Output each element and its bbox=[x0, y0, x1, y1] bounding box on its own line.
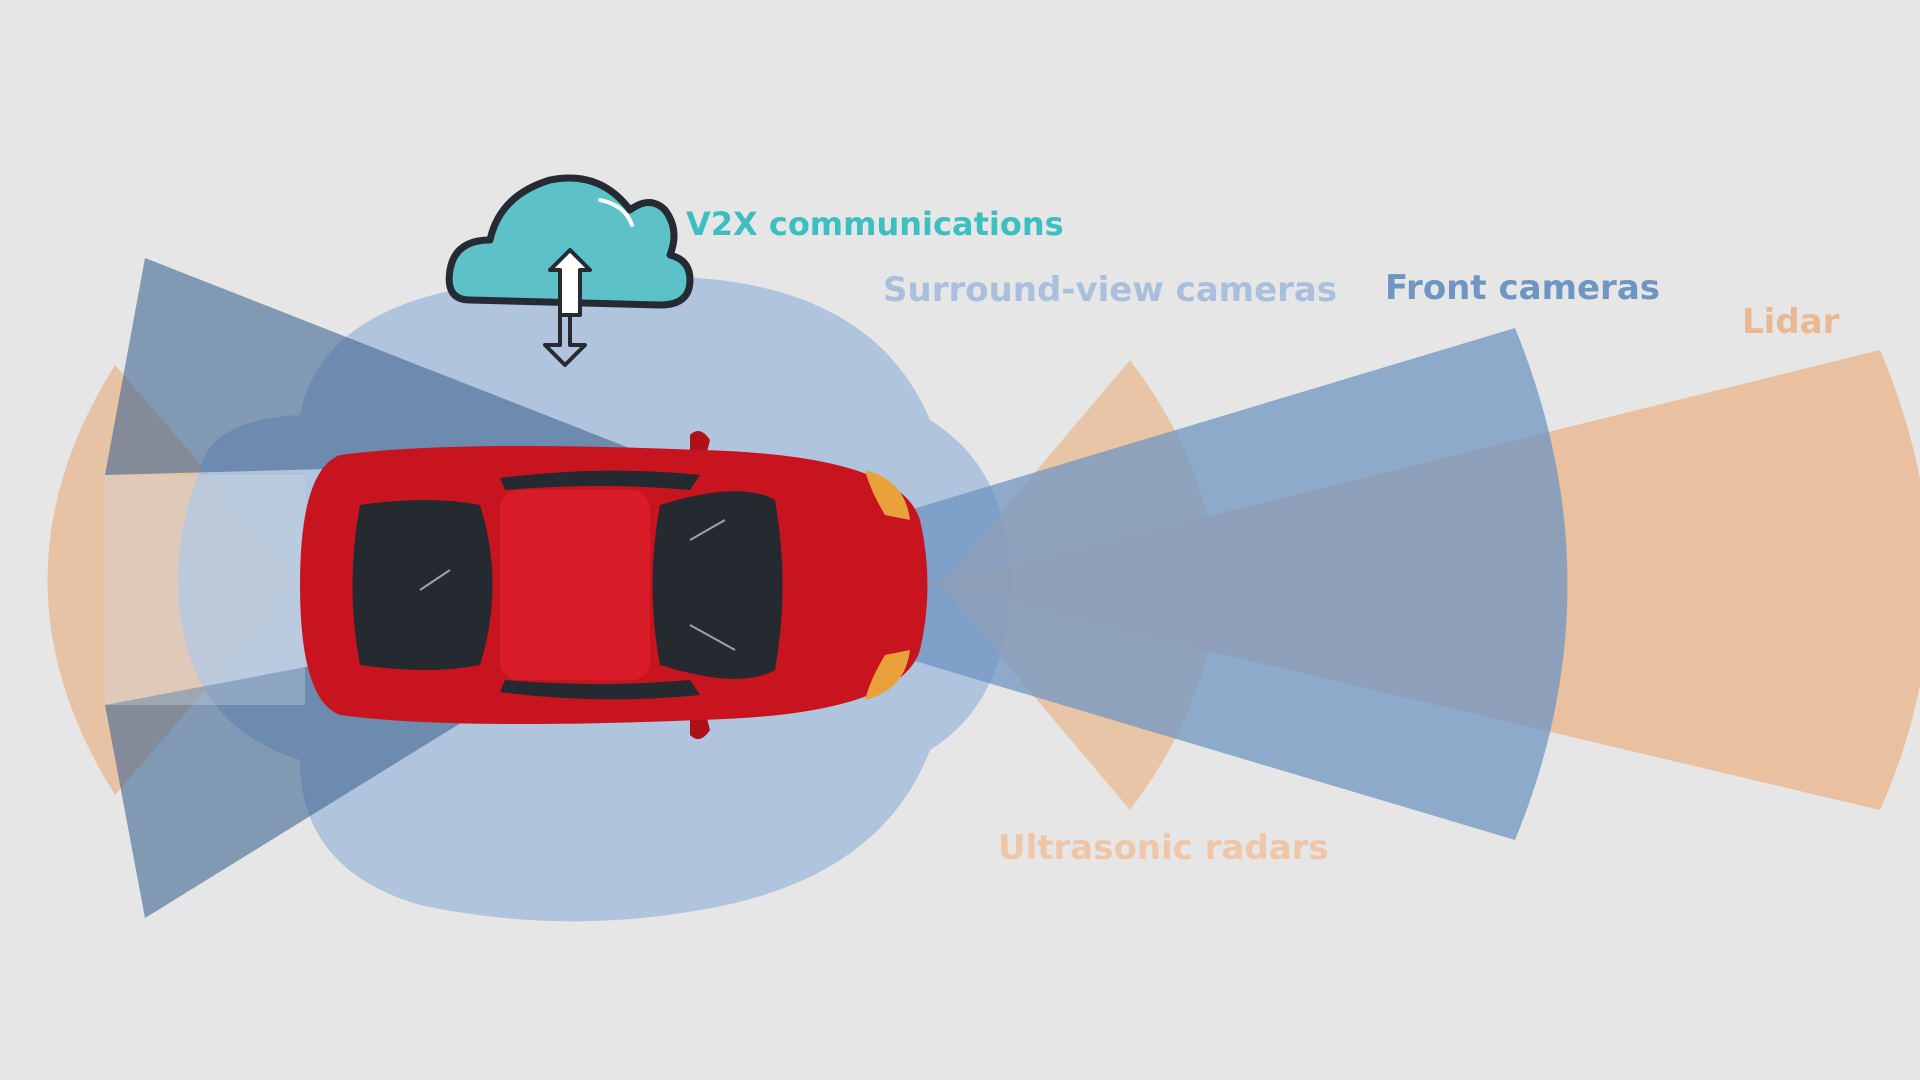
surround-view-label: Surround-view cameras bbox=[883, 270, 1338, 310]
rear-camera-zone-upper bbox=[105, 258, 660, 475]
cloud-updown-arrow-icon bbox=[445, 174, 694, 367]
lidar-label: Lidar bbox=[1742, 302, 1840, 342]
front-camera-zone bbox=[660, 328, 1568, 840]
v2x-label: V2X communications bbox=[686, 205, 1064, 243]
rear-band bbox=[105, 475, 305, 705]
car-top-view-icon bbox=[300, 431, 928, 739]
ultrasonic-label: Ultrasonic radars bbox=[998, 828, 1329, 868]
front-cameras-label: Front cameras bbox=[1385, 268, 1661, 308]
